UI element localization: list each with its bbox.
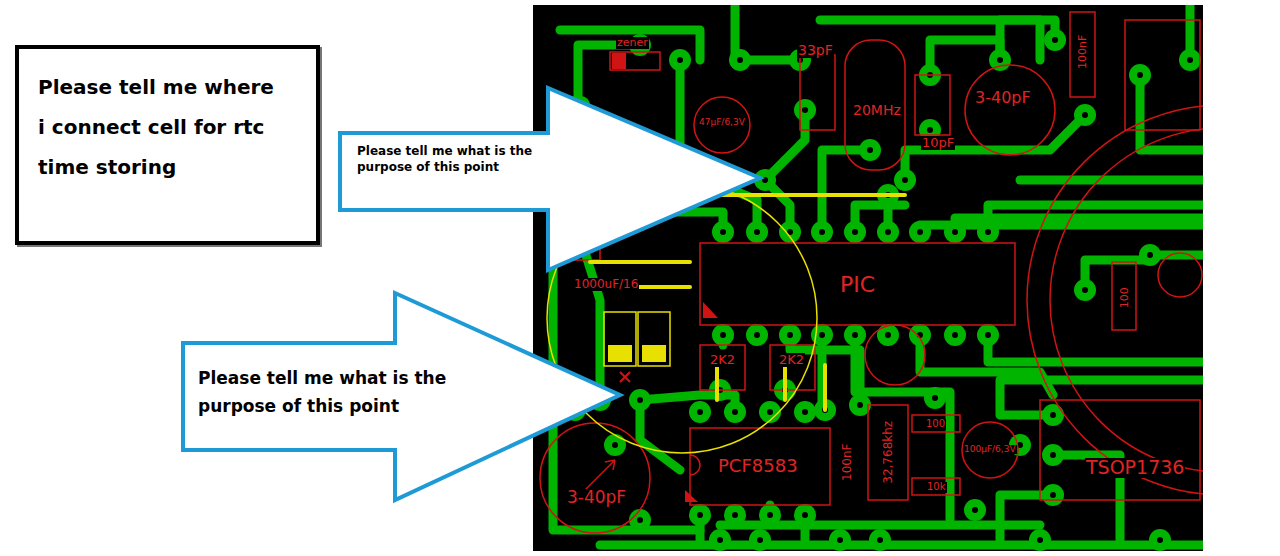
silkscreen-label: 33pF	[797, 43, 834, 58]
silkscreen-label: 100	[1119, 286, 1131, 309]
question-text: Please tell me where i connect cell for …	[38, 67, 283, 187]
pin1-marker	[703, 302, 718, 318]
question-text: Please tell me what is the purpose of th…	[357, 143, 542, 175]
silkscreen-label: 100µF/6,3V	[963, 445, 1017, 454]
arrow-outline	[338, 86, 762, 272]
silkscreen-label: 32,768khz	[882, 420, 895, 485]
zener-band	[612, 53, 626, 69]
copper-traces	[553, 5, 1203, 545]
solder-pads	[564, 29, 1201, 551]
silkscreen-label: 2K2	[709, 353, 736, 367]
silkscreen-label: 3-40pF	[566, 489, 627, 507]
silkscreen-label: 10k	[926, 482, 947, 493]
silkscreen-label: 3-40pF	[974, 90, 1032, 107]
arrow-shape	[340, 88, 760, 270]
silkscreen-label: 20MHz	[852, 103, 902, 118]
question-box: Please tell me where i connect cell for …	[15, 45, 320, 245]
silkscreen-label: 10pF	[921, 136, 955, 150]
silkscreen-label: 100nF	[841, 443, 854, 482]
arrow-shape	[183, 293, 620, 500]
silkscreen-label: 47µF/6,3V	[698, 118, 746, 127]
callout-arrow: Please tell me what is the purpose of th…	[181, 291, 622, 502]
silkscreen-label: 1000uF/16	[573, 278, 639, 291]
silkscreen-label: PCF8583	[717, 457, 799, 476]
silkscreen-label: TSOP1736	[1085, 458, 1185, 478]
silkscreen-outlines	[540, 12, 1203, 533]
callout-arrow: Please tell me what is the purpose of th…	[338, 86, 762, 272]
silkscreen-label: 100	[925, 419, 946, 430]
silkscreen-label: 100nF	[1077, 34, 1089, 70]
silkscreen-label: PIC	[839, 273, 876, 296]
silkscreen-label: zener	[616, 37, 649, 49]
question-text: Please tell me what is the purpose of th…	[198, 364, 498, 420]
pcb-board	[533, 5, 1203, 551]
silkscreen-label: 2K2	[778, 353, 805, 367]
pin1-marker	[685, 490, 698, 502]
